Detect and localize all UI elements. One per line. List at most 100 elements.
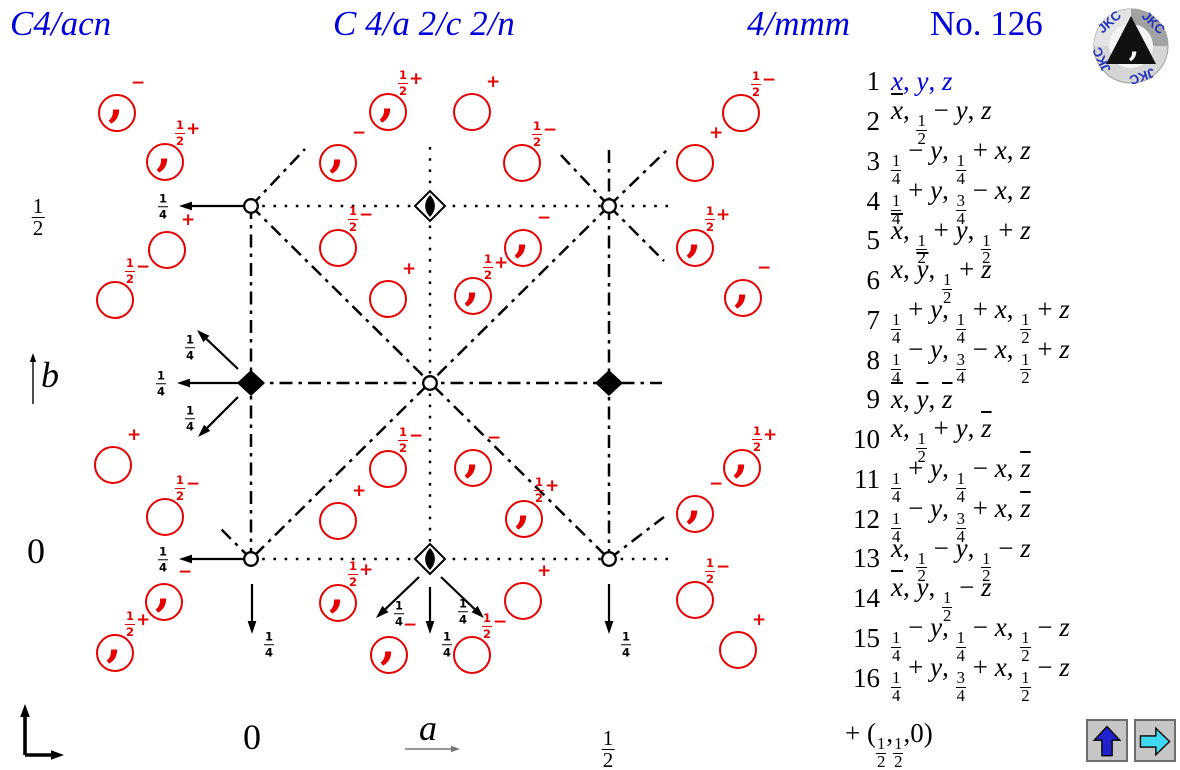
twofold-axis-arrow — [440, 576, 476, 610]
atom-comma: , — [98, 80, 136, 132]
atom-circle — [369, 450, 407, 488]
atom-circle — [503, 144, 541, 182]
position-coordinates: x, y, z — [891, 384, 953, 415]
atom-comma: , — [370, 622, 408, 674]
atom-height-label: + — [127, 425, 142, 445]
atom-circle — [148, 231, 186, 269]
comma-glyph: , — [733, 431, 749, 483]
position-number: 11 — [854, 463, 880, 494]
atom-height-label: + — [709, 123, 724, 143]
atom-height-label: − — [537, 208, 552, 228]
comma-glyph: , — [379, 75, 395, 127]
atom-height-label: + — [486, 72, 501, 92]
atom-comma: , — [505, 486, 543, 538]
atom-circle — [719, 631, 757, 669]
atom-circle — [722, 94, 760, 132]
atom-height-label: − — [403, 615, 418, 635]
position-coordinates: x, y, z — [891, 66, 953, 97]
atom-comma: , — [146, 129, 184, 181]
atom-height-label: − — [487, 428, 502, 448]
atom-comma: , — [319, 570, 357, 622]
twofold-lens — [425, 548, 435, 570]
twofold-axis-arrow-head — [425, 621, 435, 634]
position-row: 1 x, y, z — [843, 62, 1180, 102]
atom-comma: , — [723, 435, 761, 487]
rotation-point-symbol — [601, 198, 617, 214]
atom-height-label: + — [752, 610, 767, 630]
position-number: 7 — [866, 304, 881, 335]
atom-height-label: − — [178, 562, 193, 582]
comma-glyph: , — [686, 211, 702, 263]
comma-glyph: , — [464, 259, 480, 311]
atom-circle — [453, 636, 491, 674]
atom-height-label: − — [352, 123, 367, 143]
twofold-axis-arrow-head — [197, 330, 210, 343]
position-number: 1 — [866, 66, 881, 97]
comma-glyph: , — [380, 618, 396, 670]
twofold-axis-arrow — [205, 338, 239, 370]
spacegroup-full-symbol: C 4/a 2/c 2/n — [333, 4, 515, 43]
atom-height-label: + — [537, 561, 552, 581]
up-arrow-button[interactable] — [1086, 719, 1128, 762]
twofold-axis-arrow-head — [604, 621, 614, 634]
atom-height-label: + — [181, 210, 196, 230]
position-number: 16 — [853, 662, 880, 693]
comma-glyph: , — [329, 126, 345, 178]
twofold-axis-arrow — [384, 576, 420, 610]
atom-comma: , — [319, 130, 357, 182]
comma-glyph: , — [514, 211, 530, 263]
fourfold-axis-symbol — [237, 370, 265, 396]
comma-glyph: , — [329, 566, 345, 618]
atom-comma: , — [724, 265, 762, 317]
symmetry-line-dashdot — [250, 205, 610, 560]
atom-comma: , — [454, 435, 492, 487]
atom-comma: , — [504, 215, 542, 267]
next-arrow-button[interactable] — [1134, 719, 1176, 762]
rotation-point-symbol — [601, 551, 617, 567]
position-number: 4 — [866, 185, 881, 216]
